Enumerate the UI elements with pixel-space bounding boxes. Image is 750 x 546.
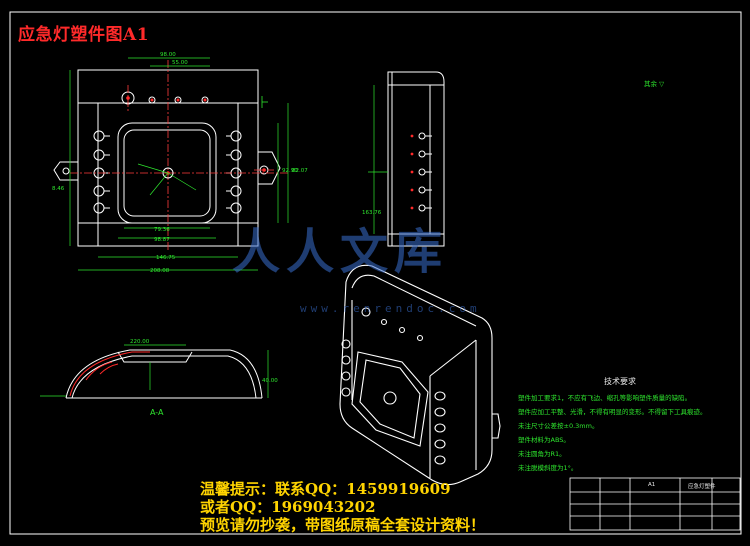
dim-section-h: 40.00 (262, 378, 278, 384)
section-hatch (69, 351, 150, 397)
section-dimensions (40, 344, 269, 398)
dim-side-h: 163.76 (362, 210, 382, 216)
section-label: A-A (150, 408, 164, 417)
button-column-left (93, 130, 110, 214)
tech-item: 未注脱模斜度为1°。 (518, 464, 578, 472)
side-view-dimensions (368, 85, 388, 234)
side-view-red-markers (410, 134, 414, 210)
title-block-name: 应急灯塑件 (688, 484, 716, 490)
tech-item: 未注尺寸公差按±0.3mm。 (518, 422, 599, 430)
side-view (387, 71, 445, 247)
footer-line-1: 温馨提示：联系QQ：1459919609 (200, 480, 451, 498)
section-view (65, 349, 263, 399)
front-view-dimensions (69, 57, 289, 271)
drawing-title: 应急灯塑件图A1 (18, 25, 150, 45)
dim-left-small: 8.46 (52, 186, 65, 192)
dim-top-b: 55.00 (172, 60, 188, 66)
footer-line-2: 或者QQ：1969043202 (200, 498, 376, 516)
tech-item: 塑件应加工平整、光滑，不得有明显的变形。不得留下工具痕迹。 (518, 408, 707, 416)
dim-width-inner: 146.75 (156, 255, 176, 261)
dim-inner-h1: 79.36 (154, 227, 170, 233)
tech-requirements-heading: 技术要求 (604, 377, 636, 386)
watermark-url: www.renrendoc.com (300, 302, 481, 315)
dim-width-total: 208.08 (150, 268, 170, 274)
sheet-border (9, 11, 742, 535)
tech-item: 塑件材料为ABS。 (518, 436, 570, 444)
tech-item: 塑件加工要求1，不应有飞边、缩孔等影响塑件质量的缺陷。 (518, 394, 692, 402)
isometric-view (339, 264, 501, 486)
dim-inner-h2: 98.87 (154, 237, 170, 243)
center-hole (162, 167, 174, 179)
dim-section-top: 220.00 (130, 339, 150, 345)
dim-right-h2: 82.07 (292, 168, 308, 174)
dim-top-a: 98.00 (160, 52, 176, 58)
footer-line-3: 预览请勿抄袭，带图纸原稿全套设计资料！ (200, 516, 486, 534)
roughness-note: 其余 ▽ (644, 80, 665, 88)
watermark-brand: 人人文库 (232, 224, 449, 280)
section-marker-a (261, 96, 268, 108)
tech-item: 未注圆角为R1。 (518, 450, 566, 458)
dim-right-h1: 92.90 (282, 168, 298, 174)
button-column-right (226, 130, 242, 214)
title-block-code: A1 (648, 482, 656, 488)
